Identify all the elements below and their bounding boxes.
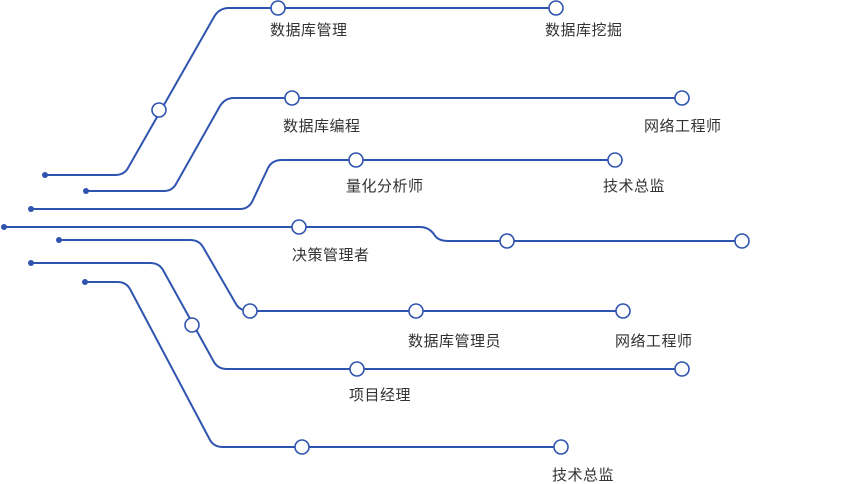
path-node bbox=[284, 90, 300, 106]
path-node bbox=[291, 219, 307, 235]
path-node bbox=[242, 303, 258, 319]
label-database-mining: 数据库挖掘 bbox=[545, 21, 623, 39]
label-quant-analyst: 量化分析师 bbox=[346, 177, 424, 195]
path-start-dot bbox=[1, 224, 7, 230]
path-start-dot bbox=[28, 206, 34, 212]
path-node bbox=[607, 152, 623, 168]
path-start-dot bbox=[56, 237, 62, 243]
label-network-engineer: 网络工程师 bbox=[615, 332, 693, 350]
label-database-management: 数据库管理 bbox=[270, 21, 348, 39]
path-start-dot bbox=[83, 188, 89, 194]
label-database-administrator: 数据库管理员 bbox=[408, 332, 502, 350]
label-database-programming: 数据库编程 bbox=[283, 117, 361, 135]
path-technical-director bbox=[84, 281, 562, 448]
path-node bbox=[615, 303, 631, 319]
path-project-manager bbox=[30, 262, 683, 370]
path-start-dot bbox=[82, 279, 88, 285]
label-technical-director: 技术总监 bbox=[603, 177, 666, 195]
path-node bbox=[151, 102, 167, 118]
label-technical-director: 技术总监 bbox=[552, 466, 615, 484]
path-node bbox=[408, 303, 424, 319]
path-node bbox=[184, 317, 200, 333]
path-decision-manager bbox=[3, 226, 743, 242]
path-node bbox=[348, 152, 364, 168]
path-node bbox=[553, 439, 569, 455]
path-node bbox=[674, 90, 690, 106]
path-node bbox=[270, 0, 286, 16]
path-node bbox=[734, 233, 750, 249]
path-quant-analyst bbox=[30, 159, 616, 210]
label-network-engineer: 网络工程师 bbox=[644, 117, 722, 135]
label-decision-manager: 决策管理者 bbox=[292, 246, 370, 264]
path-node bbox=[674, 361, 690, 377]
path-database-management bbox=[44, 7, 557, 176]
path-node bbox=[294, 439, 310, 455]
path-node bbox=[349, 361, 365, 377]
label-project-manager: 项目经理 bbox=[349, 386, 412, 404]
path-node bbox=[499, 233, 515, 249]
path-node bbox=[548, 0, 564, 16]
path-start-dot bbox=[28, 260, 34, 266]
path-database-programming bbox=[85, 97, 683, 192]
path-start-dot bbox=[42, 172, 48, 178]
